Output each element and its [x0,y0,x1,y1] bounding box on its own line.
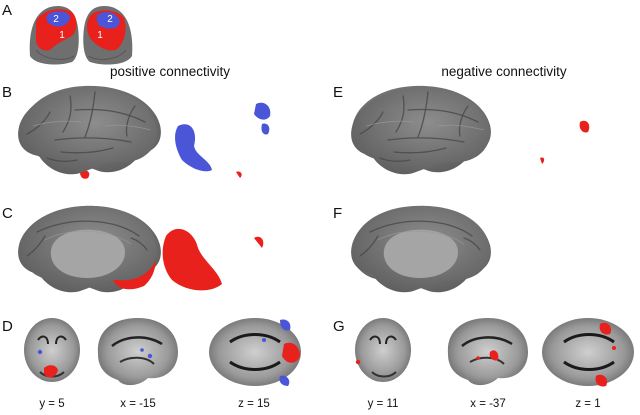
slice-label-g-sagittal: x = -37 [470,398,506,410]
roi-label-right-outer: 2 [107,14,113,25]
slice-label-d-coronal: y = 5 [39,398,65,410]
slice-label-d-sagittal: x = -15 [120,398,156,410]
panel-g-coronal-slice [355,318,411,382]
panel-g-sagittal-slice [447,318,528,386]
panel-letter-e: E [333,84,344,101]
slice-label-d-axial: z = 15 [238,398,270,410]
panel-letter-b: B [2,84,13,101]
panel-letter-d: D [2,318,13,335]
panel-b-right-lateral [17,87,271,178]
roi-label-left-outer: 2 [53,14,59,25]
roi-label-left-inner: 1 [59,30,65,41]
panel-e-right-lateral [350,87,590,175]
roi-label-right-inner: 1 [97,30,103,41]
panel-letter-a: A [2,2,13,19]
panel-letter-g: G [333,318,345,335]
heading-negative-connectivity: negative connectivity [441,64,567,79]
panel-letter-f: F [333,205,343,222]
panel-letter-c: C [2,205,13,222]
panel-a-top-view [29,6,133,65]
slice-label-g-coronal: y = 11 [367,398,399,410]
heading-positive-connectivity: positive connectivity [109,64,231,79]
panel-g-axial-slice [542,318,634,387]
panel-d-coronal-slice [24,318,80,382]
panel-d-axial-slice [209,318,301,386]
panel-c-right-medial [17,205,264,293]
panel-d-sagittal-slice [97,318,178,386]
slice-label-g-axial: z = 1 [575,398,601,410]
